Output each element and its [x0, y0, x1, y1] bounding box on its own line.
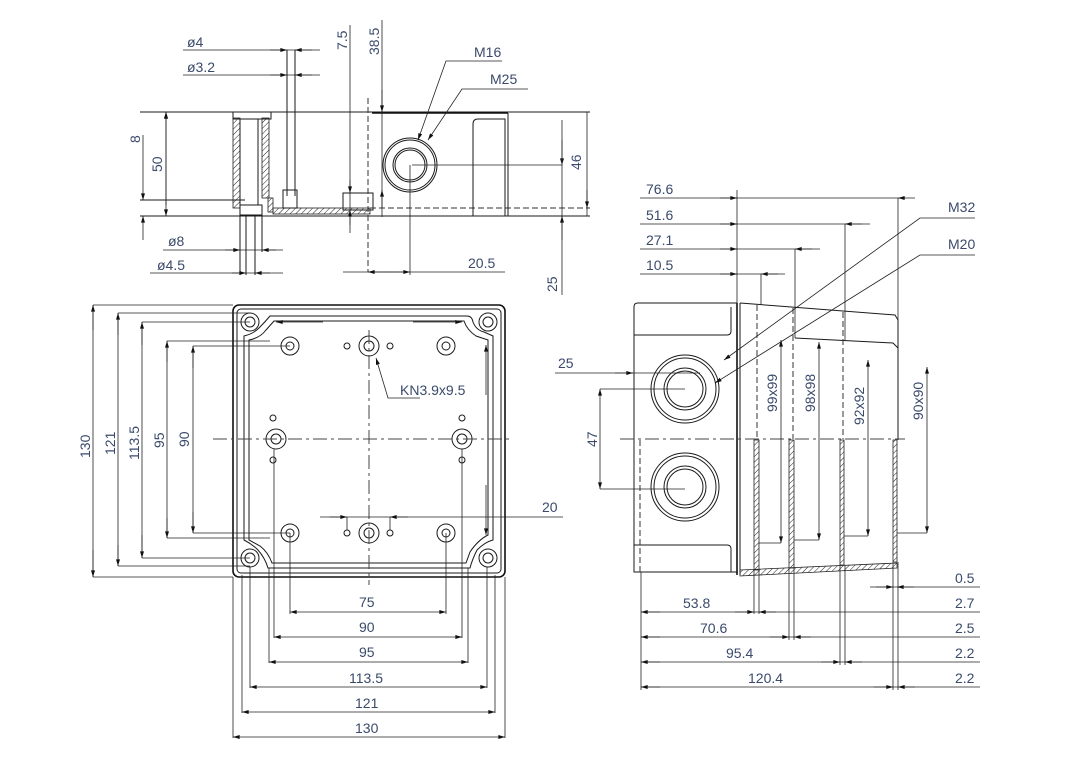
dim-v113-5: 113.5	[126, 426, 142, 460]
dim-v95: 95	[151, 432, 167, 448]
dim-h75: 75	[359, 594, 375, 610]
dim-d3-2: ø3.2	[187, 59, 215, 75]
dim-h50: 50	[149, 156, 165, 172]
side-view: ø4 ø3.2 ø8 ø4.5 8 50 7.5 38.5 M16	[127, 20, 590, 295]
dim-v90: 90	[176, 431, 192, 447]
dim-b70-6: 70.6	[700, 620, 727, 636]
dim-h121: 121	[355, 695, 379, 711]
dim-h113-5: 113.5	[349, 670, 383, 686]
dim-w2-5: 2.5	[955, 620, 975, 636]
dim-b95-4: 95.4	[726, 645, 753, 661]
dim-b53-8: 53.8	[683, 595, 710, 611]
dim-r90: 90x90	[910, 382, 926, 420]
dim-r98: 98x98	[802, 374, 818, 412]
dim-t27-1: 27.1	[646, 232, 673, 248]
dim-w20-5: 20.5	[468, 255, 495, 271]
horizontal-dims: 75 90 95 113.5 121 130	[232, 449, 506, 739]
dim-h95: 95	[359, 644, 375, 660]
dim-b120-4: 120.4	[748, 670, 783, 686]
label-m25: M25	[490, 71, 517, 87]
dim-w2-7: 2.7	[955, 595, 975, 611]
dim-h7-5: 7.5	[334, 30, 350, 50]
dim-w2-2b: 2.2	[955, 670, 975, 686]
label-m32: M32	[948, 199, 975, 215]
dim-t76-6: 76.6	[646, 181, 673, 197]
label-kn: KN3.9x9.5	[400, 382, 466, 398]
dim-w2-2a: 2.2	[955, 645, 975, 661]
label-m16: M16	[474, 44, 501, 60]
dim-h20: 20	[542, 499, 558, 515]
dim-h38-5: 38.5	[366, 28, 382, 55]
dim-v130: 130	[77, 434, 93, 458]
dim-s47: 47	[584, 431, 600, 447]
dim-v121: 121	[102, 431, 118, 455]
dim-h25: 25	[544, 276, 560, 292]
dim-d4-5: ø4.5	[157, 257, 185, 273]
dim-h130: 130	[355, 720, 379, 736]
dim-h46: 46	[568, 154, 584, 170]
dim-h8: 8	[127, 135, 143, 143]
dim-r99: 99x99	[764, 374, 780, 412]
dim-r92: 92x92	[851, 387, 867, 425]
dim-t51-6: 51.6	[646, 207, 673, 223]
bottom-view: KN3.9x9.5 130 121 113.5 95 90 20	[77, 304, 563, 739]
section-view: 76.6 51.6 27.1 10.5 M32 M20 25 47 99x99 …	[555, 181, 980, 690]
dim-d8: ø8	[168, 233, 185, 249]
label-m20: M20	[948, 236, 975, 252]
dim-w0-5: 0.5	[955, 570, 975, 586]
dim-d4: ø4	[187, 34, 204, 50]
dim-t10-5: 10.5	[646, 257, 673, 273]
dim-h90: 90	[359, 619, 375, 635]
dim-s25: 25	[558, 355, 574, 371]
